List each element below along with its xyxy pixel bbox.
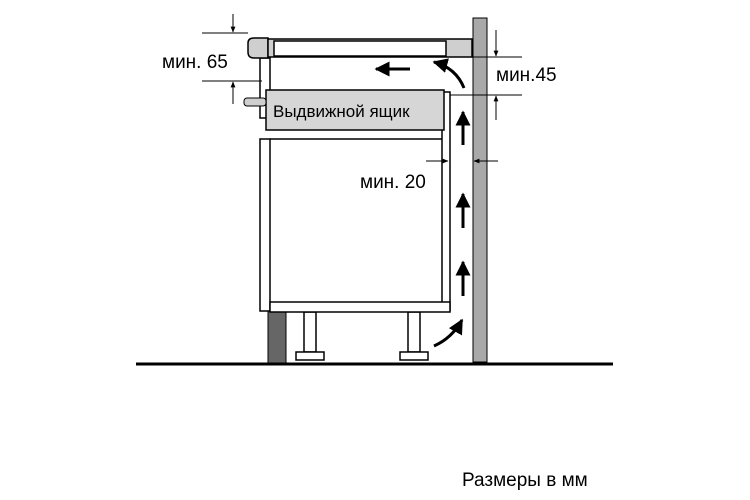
plinth [267,310,287,364]
wall [472,17,488,363]
curved-arrow-icon [432,58,466,89]
cabinet-legs [295,311,429,361]
dimension-min-45 [446,30,522,120]
dimension-min-65 [202,14,262,104]
drawer-handle [243,97,267,107]
cabinet [259,57,451,313]
label-min-20: мин. 20 [360,172,426,193]
drawer-label: Выдвижной ящик [273,102,410,121]
cooktop [247,37,473,59]
dimensions-caption: Размеры в мм [462,470,588,491]
airflow-arrow-icon [433,318,464,348]
drawer [265,89,445,131]
airflow-arrows [374,58,471,348]
label-min-65: мин. 65 [162,52,228,73]
label-min-45: мин.45 [496,65,557,86]
